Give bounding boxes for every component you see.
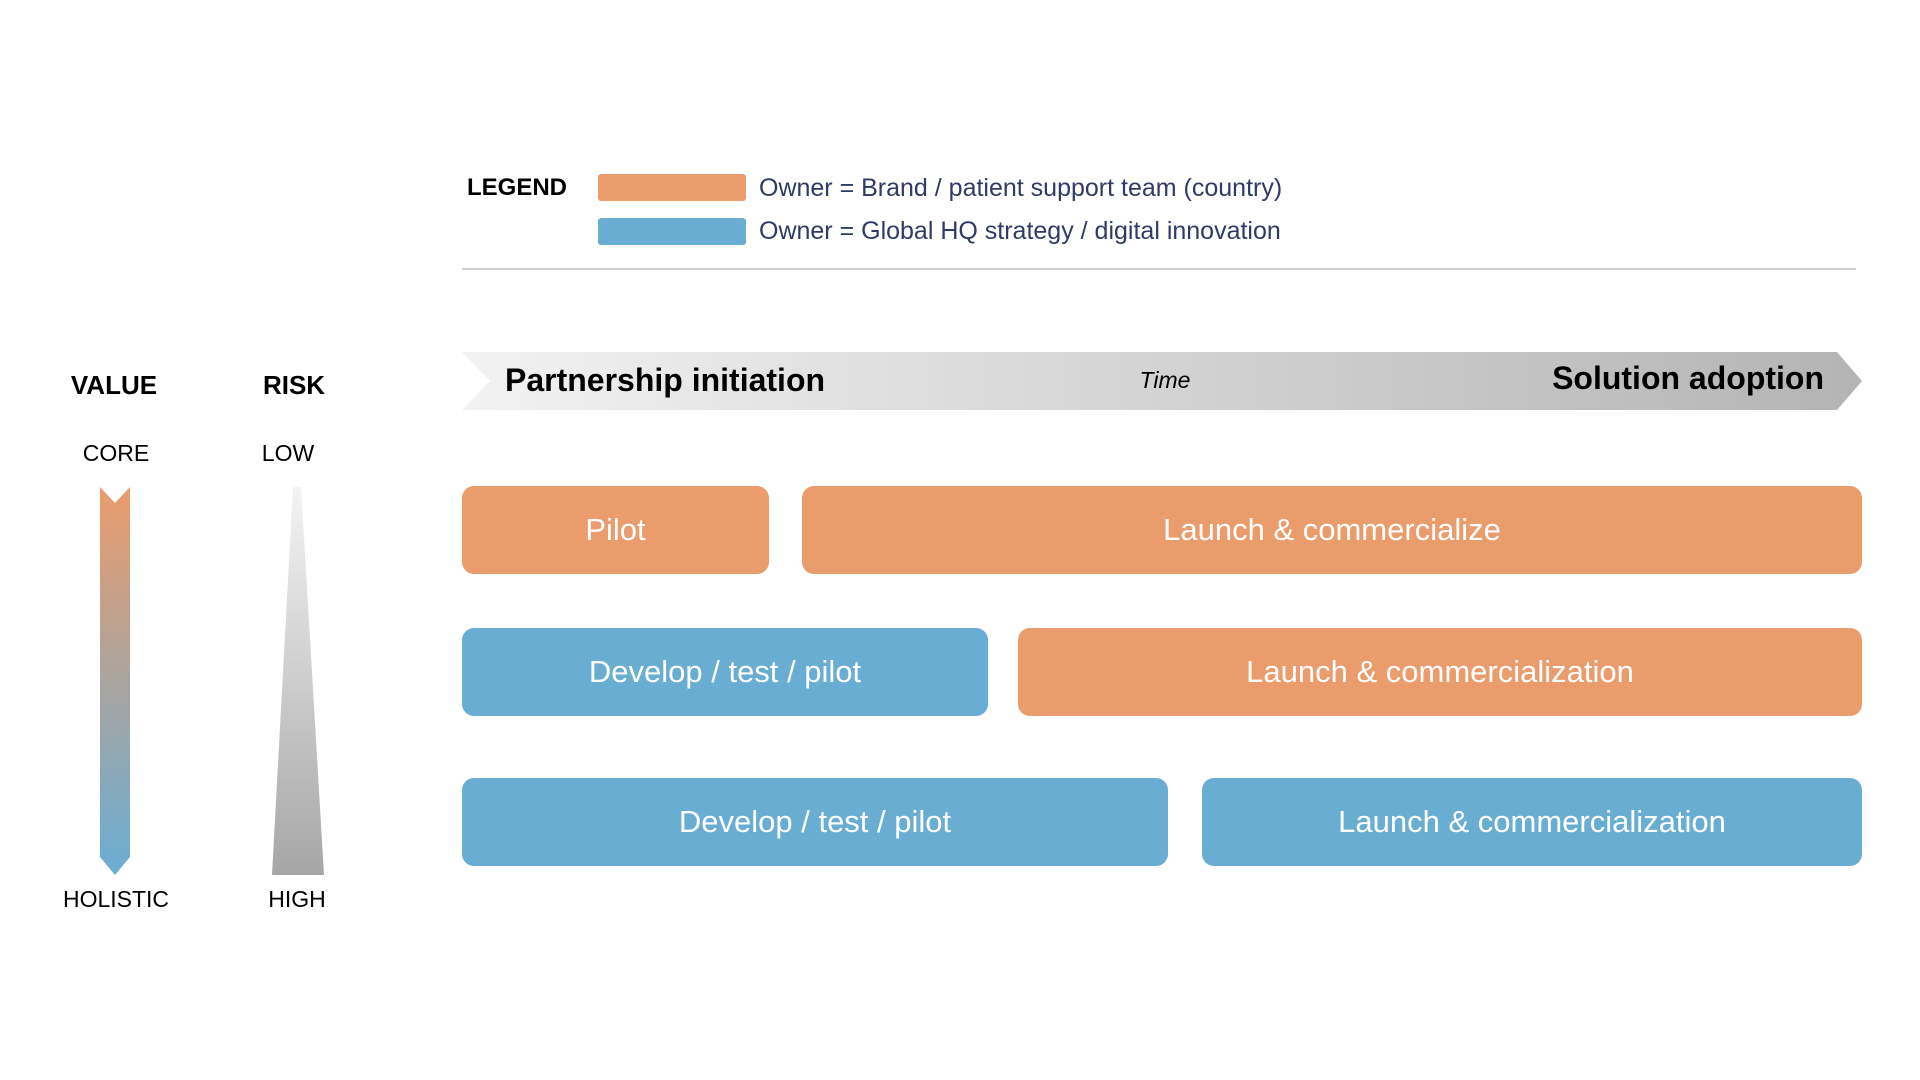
risk-scale-bottom-label: HIGH — [268, 886, 326, 912]
value-scale-top-label: CORE — [82, 440, 150, 466]
phase-pilot: Pilot — [462, 486, 769, 574]
legend-divider — [462, 268, 1856, 270]
legend-label-brand: Owner = Brand / patient support team (co… — [759, 174, 1283, 202]
legend-title: LEGEND — [467, 174, 568, 201]
phase-launch-commercialization: Launch & commercialization — [1202, 778, 1862, 866]
risk-scale-top-label: LOW — [261, 440, 315, 466]
legend-label-global: Owner = Global HQ strategy / digital inn… — [759, 217, 1281, 245]
value-scale-bottom-label: HOLISTIC — [62, 886, 170, 912]
phase-develop-test-pilot: Develop / test / pilot — [462, 628, 988, 716]
timeline-arrow — [462, 352, 1862, 410]
value-scale-title: VALUE — [70, 370, 158, 400]
risk-gradient-wedge — [272, 487, 324, 875]
phase-develop-test-pilot: Develop / test / pilot — [462, 778, 1168, 866]
timeline-end-label: Solution adoption — [1552, 360, 1824, 396]
phase-launch-commercialization: Launch & commercialization — [1018, 628, 1862, 716]
timeline-axis-label: Time — [1139, 367, 1191, 393]
value-gradient-arrow — [100, 487, 130, 875]
phase-launch-commercialize: Launch & commercialize — [802, 486, 1862, 574]
risk-scale-title: RISK — [262, 370, 326, 400]
timeline-start-label: Partnership initiation — [505, 362, 826, 398]
legend-swatch-brand — [598, 174, 746, 201]
legend-swatch-global — [598, 218, 746, 245]
